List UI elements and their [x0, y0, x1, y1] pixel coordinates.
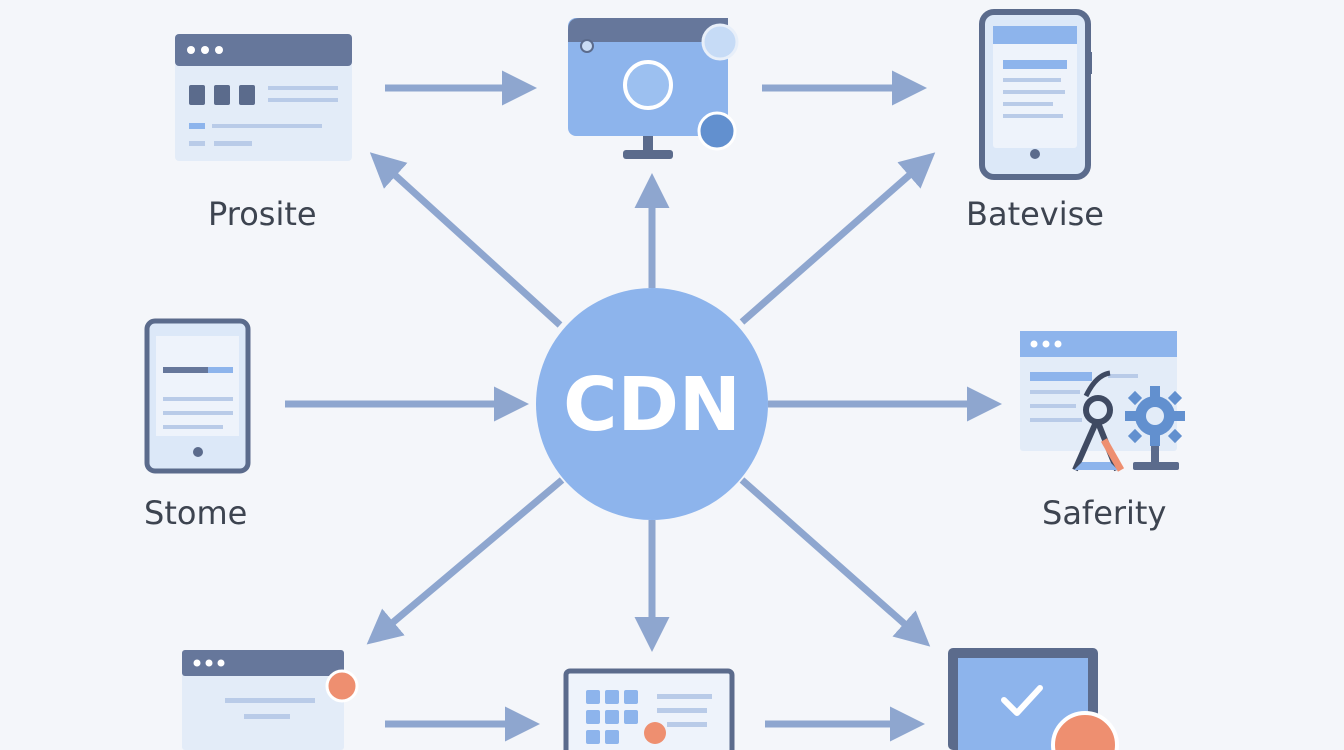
arrow-hub-to-bottom-left: [366, 477, 565, 645]
cdn-hub-label: CDN: [563, 362, 741, 448]
arrow-hub-to-bottom-right: [739, 477, 931, 647]
smartphone-icon: [979, 9, 1092, 180]
label-prosite: Prosite: [208, 195, 317, 233]
arrow-hub-to-prosite: [369, 152, 563, 328]
browser-window-icon: [175, 34, 352, 161]
arrow-hub-to-batevise: [739, 152, 936, 325]
cdn-hub: CDN: [536, 288, 768, 520]
browser-alert-icon: [182, 650, 359, 750]
camera-monitor-icon: [568, 18, 739, 159]
label-batevise: Batevise: [966, 195, 1104, 233]
label-saferity: Saferity: [1042, 494, 1167, 532]
label-stome: Stome: [144, 494, 248, 532]
check-monitor-icon: [948, 648, 1119, 750]
security-tools-icon: [1020, 331, 1185, 472]
mobile-phone-icon: [144, 318, 251, 474]
arrows: [285, 70, 1002, 742]
grid-dashboard-icon: [563, 668, 735, 750]
